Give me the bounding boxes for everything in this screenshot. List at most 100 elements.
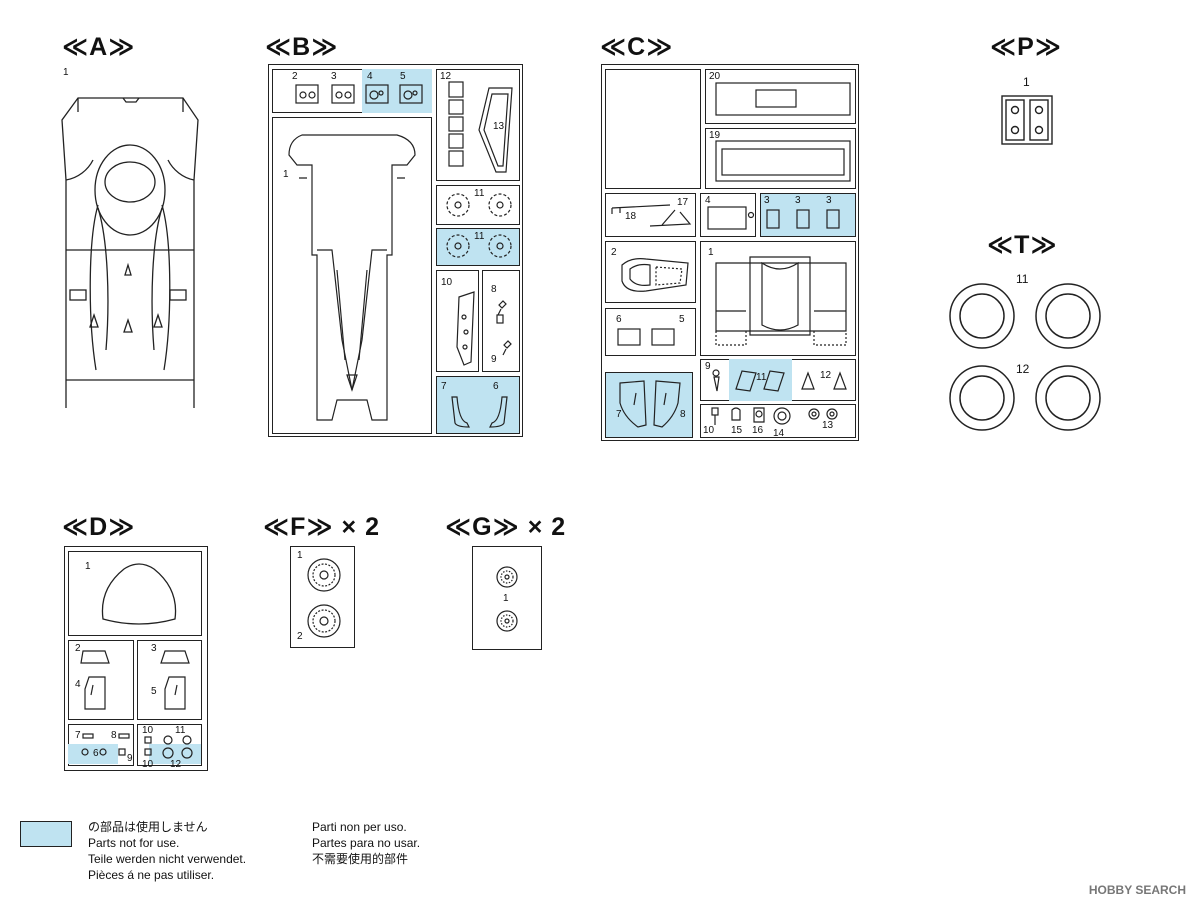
sprue-c-parts-17-18: [611, 204, 692, 227]
sprue-b-part-6-number: 6: [493, 381, 499, 392]
legend-line-german: Teile werden nicht verwendet.: [88, 852, 247, 866]
sprue-g-title: ≪G≫ × 2: [445, 513, 567, 541]
sprue-f-title: ≪F≫ × 2: [263, 513, 381, 541]
sprue-c-part-12-number: 12: [820, 370, 832, 381]
sprue-g-part-1-number: 1: [503, 593, 509, 604]
sprue-d-part-2-number: 2: [75, 643, 81, 654]
sprue-c-part-16-number: 16: [752, 425, 764, 436]
sprue-c-part-9-number: 9: [705, 361, 711, 372]
sprue-c-part-6-number: 6: [616, 314, 622, 325]
sprue-c-part-14-number: 14: [773, 428, 785, 439]
sprue-f-part-1-number: 1: [297, 550, 303, 561]
sprue-b-part-13-number: 13: [493, 121, 505, 132]
sprue-b-title: ≪B≫: [265, 33, 339, 61]
sprue-c-part-3c-number: 3: [826, 195, 832, 206]
sprue-b-part-3-number: 3: [331, 71, 337, 82]
sprue-c-part-15-number: 15: [731, 425, 743, 436]
sprue-f-part-2-number: 2: [297, 631, 303, 642]
legend-line-french: Pièces á ne pas utiliser.: [88, 868, 215, 882]
sprue-b-part-5-number: 5: [400, 71, 406, 82]
sprue-b-small-parts-2-5: [295, 84, 423, 104]
sprue-c-parts-10-16: [711, 407, 838, 425]
sprue-b-part-10-number: 10: [441, 277, 453, 288]
sprue-c-part-7-number: 7: [616, 409, 622, 420]
sprue-c-part-3b-number: 3: [795, 195, 801, 206]
sprue-t-part-11-number: 11: [1016, 272, 1029, 286]
sprue-b-mudflaps-6-7: [451, 396, 508, 428]
sprue-b-parts-12-13: [448, 81, 513, 173]
sprue-d-part-4-number: 4: [75, 679, 81, 690]
sprue-b-cell-8-9: [482, 270, 520, 372]
sprue-b-part-1-number: 1: [283, 169, 289, 180]
sprue-c-cell-17-18: [605, 193, 696, 237]
legend-text-left: の部品は使用しません Parts not for use. Teile werd…: [88, 819, 246, 883]
sprue-c-cell-5-6: [605, 308, 696, 356]
sprue-c-part-18-number: 18: [625, 211, 637, 222]
sprue-d-cell-2-4: [68, 640, 134, 720]
sprue-g-frame: [472, 546, 542, 650]
sprue-b-part-11b-number: 11: [474, 231, 485, 242]
sprue-d-parts-6-9: [81, 733, 130, 756]
sprue-d-title: ≪D≫: [62, 513, 136, 541]
sprue-d-parts-10-12: [144, 735, 193, 759]
sprue-d-part-5-number: 5: [151, 686, 157, 697]
sprue-c-empty-cell: [605, 69, 701, 189]
sprue-b-part-8-number: 8: [491, 284, 497, 295]
legend-line-chinese: 不需要使用的部件: [312, 852, 409, 866]
sprue-b-parts-8-10: [456, 291, 512, 366]
sprue-t-title: ≪T≫: [987, 231, 1058, 259]
sprue-c-part-10-number: 10: [703, 425, 715, 436]
sprue-c-part-19: [715, 140, 851, 182]
sprue-c-cell-3-unused: [760, 193, 856, 237]
sprue-c-frame: 20 19 18 17 4 3 3 3 2 1 6 5: [601, 64, 859, 441]
sprue-a-part-1-number: 1: [63, 67, 69, 78]
sprue-b-gears-11: [446, 193, 512, 258]
sprue-t-tires: [949, 283, 1101, 431]
sprue-b-frame: 2 3 4 5 12 13 1 11 11: [268, 64, 523, 437]
sprue-b-part-7-number: 7: [441, 381, 447, 392]
sprue-b-cell-11a: [436, 185, 520, 225]
sprue-d-part-3-number: 3: [151, 643, 157, 654]
sprue-d-parts-2-5: [80, 650, 190, 710]
sprue-c-part-1-engine: [715, 256, 847, 346]
sprue-t-part-12-number: 12: [1016, 362, 1030, 376]
sprue-c-part-13-number: 13: [822, 420, 834, 431]
sprue-b-part-2-number: 2: [292, 71, 298, 82]
sprue-c-part-2-seat: [621, 258, 689, 292]
legend-line-italian: Parti non per uso.: [312, 820, 407, 834]
legend-line-english: Parts not for use.: [88, 836, 180, 850]
sprue-c-part-20-number: 20: [709, 71, 721, 82]
sprue-p-part-1-number: 1: [1023, 75, 1030, 89]
sprue-d-part-1-number: 1: [85, 561, 91, 572]
sprue-d-part-10a-number: 10: [142, 725, 154, 736]
legend-line-spanish: Partes para no usar.: [312, 836, 421, 850]
sprue-d-part-12-number: 12: [170, 759, 182, 770]
sprue-d-cell-12-unused: [149, 744, 201, 764]
sprue-b-cell-11b-unused: [436, 228, 520, 266]
sprue-f-wheels: [307, 558, 341, 638]
legend-text-right: Parti non per uso. Partes para no usar. …: [312, 819, 420, 867]
sprue-c-part-3a-number: 3: [764, 195, 770, 206]
legend-unused-swatch: [20, 821, 72, 847]
sprue-c-part-4: [707, 206, 755, 230]
legend-line-japanese: の部品は使用しません: [88, 820, 208, 834]
sprue-c-cell-4: [700, 193, 756, 237]
sprue-d-windscreen-1: [101, 563, 177, 625]
sprue-c-mudflaps-7-8: [619, 380, 681, 428]
sprue-c-parts-9-12: [712, 369, 847, 392]
sprue-g-parts: [496, 566, 518, 632]
sprue-b-part-4-number: 4: [367, 71, 373, 82]
sprue-c-parts-5-6: [617, 328, 675, 346]
sprue-d-cell-6-unused: [68, 744, 118, 764]
sprue-d-part-6-number: 6: [93, 748, 99, 759]
sprue-c-part-4-number: 4: [705, 195, 711, 206]
sprue-a-title: ≪A≫: [62, 33, 136, 61]
sprue-p-parts: [1001, 95, 1053, 145]
sprue-b-chassis-cell: [272, 117, 432, 434]
sprue-d-part-8-number: 8: [111, 730, 117, 741]
sprue-d-cell-3-5: [137, 640, 202, 720]
sprue-c-part-1-number: 1: [708, 247, 714, 258]
sprue-b-part-12-number: 12: [440, 71, 452, 82]
sprue-c-parts-3: [766, 209, 840, 229]
sprue-f-frame: [290, 546, 355, 648]
